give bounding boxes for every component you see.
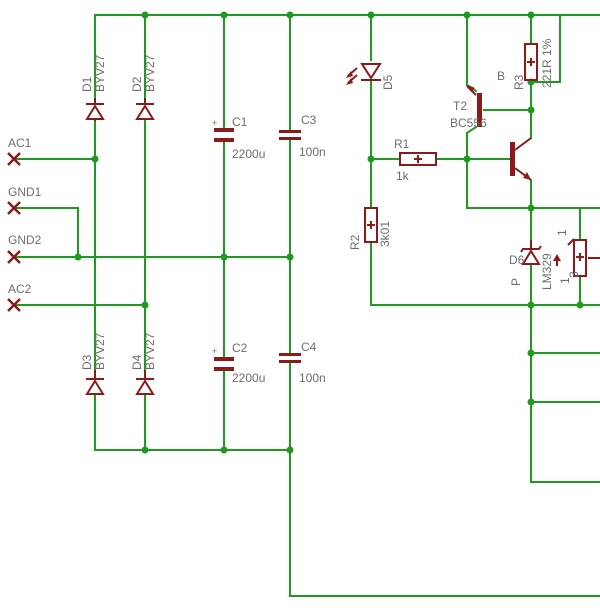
connector-gnd1: GND1	[7, 185, 42, 215]
junction-dot	[91, 155, 99, 163]
junction-dot	[141, 301, 149, 309]
capacitor-c1-value: 2200u	[232, 147, 265, 161]
diode-d4-value: BYV27	[143, 332, 157, 370]
junction-dot	[286, 11, 294, 19]
potentiometer: 1 3 1	[553, 229, 600, 284]
potentiometer-partial-three: 3	[567, 271, 581, 278]
junction-dot	[367, 155, 375, 163]
resistor-r1: R1 1k	[394, 137, 437, 183]
diode-d1-name: D1	[80, 76, 94, 92]
capacitor-c4-name: C4	[301, 340, 317, 354]
diode-d4-name: D4	[130, 354, 144, 370]
junction-dot	[527, 106, 535, 114]
diode-d1-value: BYV27	[93, 54, 107, 92]
svg-text:+: +	[212, 346, 217, 356]
connector-label-ac2: AC2	[8, 282, 32, 296]
capacitor-c1-name: C1	[232, 115, 248, 129]
diode-d3-name: D3	[80, 354, 94, 370]
led-d5-name: D5	[381, 74, 395, 90]
transistor-t1	[510, 137, 532, 181]
junctions	[74, 11, 584, 454]
diode-d3-value: BYV27	[93, 332, 107, 370]
junction-dot	[527, 349, 535, 357]
resistor-r2: R2 3k01	[348, 207, 392, 250]
resistor-r3: R3 221R 1%	[512, 38, 554, 90]
connector-gnd2: GND2	[7, 233, 42, 264]
capacitor-c2: + C2 2200u	[212, 341, 265, 385]
resistor-r2-name: R2	[348, 234, 362, 250]
junction-dot	[220, 253, 228, 261]
capacitor-c3-name: C3	[301, 113, 317, 127]
resistor-r1-name: R1	[394, 137, 410, 151]
diode-d2: D2 BYV27	[130, 54, 157, 120]
capacitor-c3: C3 100n	[279, 113, 326, 159]
transistor-t2: T2 BC556	[450, 85, 487, 130]
diode-d4: D4 BYV27	[130, 332, 157, 395]
junction-dot	[576, 301, 584, 309]
junction-dot	[141, 11, 149, 19]
zener-d6: D6 LM329 P	[509, 240, 554, 290]
junction-dot	[527, 204, 535, 212]
junction-dot	[286, 446, 294, 454]
junction-dot	[220, 11, 228, 19]
connector-label-gnd1: GND1	[8, 185, 42, 199]
led-d5: D5	[346, 63, 395, 90]
resistor-r3-value: 221R 1%	[540, 38, 554, 88]
capacitor-c2-value: 2200u	[232, 371, 265, 385]
connector-ac2: AC2	[7, 282, 32, 312]
resistor-r2-value: 3k01	[378, 221, 392, 247]
capacitor-c3-value: 100n	[299, 145, 326, 159]
svg-text:+: +	[212, 118, 217, 128]
junction-dot	[527, 11, 535, 19]
junction-dot	[367, 11, 375, 19]
potentiometer-partial-one: 1	[555, 229, 569, 236]
connector-ac1: AC1	[7, 136, 32, 166]
junction-dot	[220, 446, 228, 454]
junction-dot	[141, 446, 149, 454]
junction-dot	[463, 155, 471, 163]
capacitor-c4-value: 100n	[299, 371, 326, 385]
transistor-t2-value: BC556	[450, 116, 487, 130]
resistor-r1-value: 1k	[396, 169, 410, 183]
junction-dot	[527, 301, 535, 309]
transistor-t2-name: T2	[453, 99, 467, 113]
connector-label-ac1: AC1	[8, 136, 32, 150]
capacitor-c1: + C1 2200u	[212, 115, 265, 161]
wires	[13, 14, 600, 597]
diode-d3: D3 BYV27	[80, 332, 107, 395]
junction-dot	[463, 11, 471, 19]
diode-d2-value: BYV27	[143, 54, 157, 92]
junction-dot	[527, 398, 535, 406]
diode-d1: D1 BYV27	[80, 54, 107, 121]
zener-d6-partial-p: P	[509, 278, 523, 286]
resistor-r3-name: R3	[512, 74, 526, 90]
zener-d6-value: LM329	[540, 253, 554, 290]
connector-label-gnd2: GND2	[8, 233, 42, 247]
junction-dot	[286, 253, 294, 261]
potentiometer-partial-one-bottom: 1	[558, 277, 572, 284]
zener-d6-name: D6	[509, 253, 525, 267]
capacitor-c4: C4 100n	[279, 340, 326, 385]
diode-d2-name: D2	[130, 76, 144, 92]
junction-dot	[74, 253, 82, 261]
capacitor-c2-name: C2	[232, 341, 248, 355]
partial-label-b: B	[497, 69, 505, 83]
